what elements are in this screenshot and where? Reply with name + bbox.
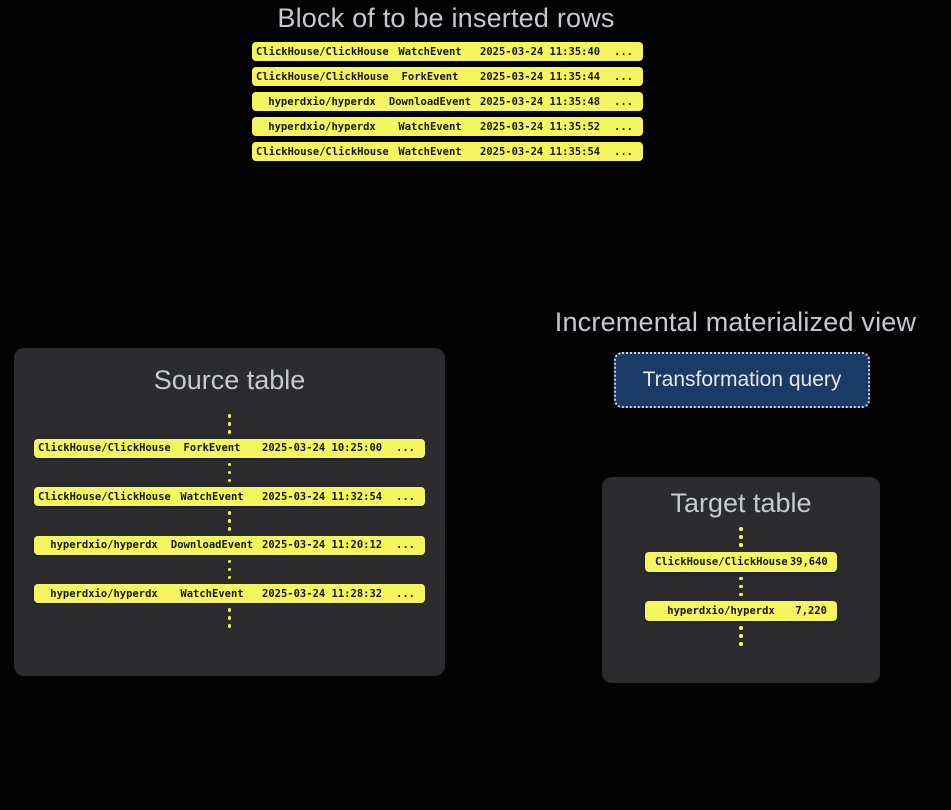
ellipsis-dots [227,559,232,579]
timestamp-cell: 2025-03-24 11:35:54 [480,145,601,158]
table-row: ClickHouse/ClickHouse ForkEvent 2025-03-… [34,438,425,458]
source-table-panel: Source table ClickHouse/ClickHouse ForkE… [14,348,445,676]
timestamp-cell: 2025-03-24 11:35:44 [480,70,601,83]
repo-cell: ClickHouse/ClickHouse [38,442,171,454]
repo-cell: hyperdxio/hyperdx [268,120,376,133]
source-table-title: Source table [153,365,306,395]
ellipsis-cell: ... [614,120,633,133]
timestamp-cell: 2025-03-24 11:35:48 [480,95,601,108]
insert-block-rows: ClickHouse/ClickHouse WatchEvent 2025-03… [252,42,643,161]
repo-cell: ClickHouse/ClickHouse [256,145,389,158]
table-row: hyperdxio/hyperdx WatchEvent 2025-03-24 … [34,584,425,603]
timestamp-cell: 2025-03-24 11:35:52 [480,120,601,133]
target-table-title: Target table [670,488,812,518]
event-cell: WatchEvent [180,490,244,503]
materialized-view-title: Incremental materialized view [554,307,917,337]
repo-cell: hyperdxio/hyperdx [268,95,376,108]
ellipsis-cell: ... [396,442,415,454]
ellipsis-cell: ... [614,145,633,158]
source-table-rows: ClickHouse/ClickHouse ForkEvent 2025-03-… [14,414,445,628]
event-cell: DownloadEvent [170,539,254,551]
group-cell: ClickHouse/ClickHouse [655,555,788,568]
timestamp-cell: 2025-03-24 11:28:32 [262,587,383,600]
event-cell: WatchEvent [180,587,244,600]
repo-cell: ClickHouse/ClickHouse [38,490,171,503]
ellipsis-cell: ... [396,490,415,503]
timestamp-cell: 2025-03-24 11:32:54 [262,490,383,503]
ellipsis-cell: ... [396,587,415,600]
table-row: ClickHouse/ClickHouse WatchEvent 2025-03… [34,487,425,506]
ellipsis-dots [227,414,232,434]
count-cell: 39,640 [789,555,828,568]
event-cell: ForkEvent [183,442,241,454]
ellipsis-cell: ... [614,45,633,58]
table-row: ClickHouse/ClickHouse WatchEvent 2025-03… [252,142,643,161]
table-row: hyperdxio/hyperdx DownloadEvent 2025-03-… [252,92,643,111]
timestamp-cell: 2025-03-24 11:35:40 [480,45,601,58]
ellipsis-cell: ... [396,539,415,551]
repo-cell: hyperdxio/hyperdx [50,539,158,551]
table-row: ClickHouse/ClickHouse ForkEvent 2025-03-… [252,67,643,86]
ellipsis-dots [739,527,743,547]
ellipsis-dots [227,462,232,482]
count-cell: 7,220 [795,605,827,617]
repo-cell: hyperdxio/hyperdx [50,587,158,600]
repo-cell: ClickHouse/ClickHouse [256,45,389,58]
ellipsis-dots [227,511,232,531]
event-cell: WatchEvent [398,145,462,158]
table-row: ClickHouse/ClickHouse WatchEvent 2025-03… [252,42,643,61]
transformation-query-label: Transformation query [642,368,842,391]
table-row: hyperdxio/hyperdx 7,220 [645,601,837,621]
event-cell: WatchEvent [398,45,462,58]
transformation-query-box: Transformation query [614,352,870,408]
event-cell: ForkEvent [401,70,459,83]
group-cell: hyperdxio/hyperdx [667,605,775,617]
table-row: ClickHouse/ClickHouse 39,640 [645,551,837,572]
target-table-panel: Target table ClickHouse/ClickHouse 39,64… [602,477,880,683]
ellipsis-cell: ... [614,70,633,83]
table-row: hyperdxio/hyperdx WatchEvent 2025-03-24 … [252,117,643,136]
target-table-rows: ClickHouse/ClickHouse 39,640 hyperdxio/h… [602,527,880,646]
ellipsis-dots [227,608,232,628]
insert-block-title: Block of to be inserted rows [277,3,615,33]
ellipsis-cell: ... [614,95,633,108]
ellipsis-dots [739,576,743,596]
event-cell: DownloadEvent [388,95,472,108]
event-cell: WatchEvent [398,120,462,133]
timestamp-cell: 2025-03-24 11:20:12 [262,539,383,551]
timestamp-cell: 2025-03-24 10:25:00 [262,442,383,454]
repo-cell: ClickHouse/ClickHouse [256,70,389,83]
table-row: hyperdxio/hyperdx DownloadEvent 2025-03-… [34,535,425,555]
ellipsis-dots [739,626,743,646]
